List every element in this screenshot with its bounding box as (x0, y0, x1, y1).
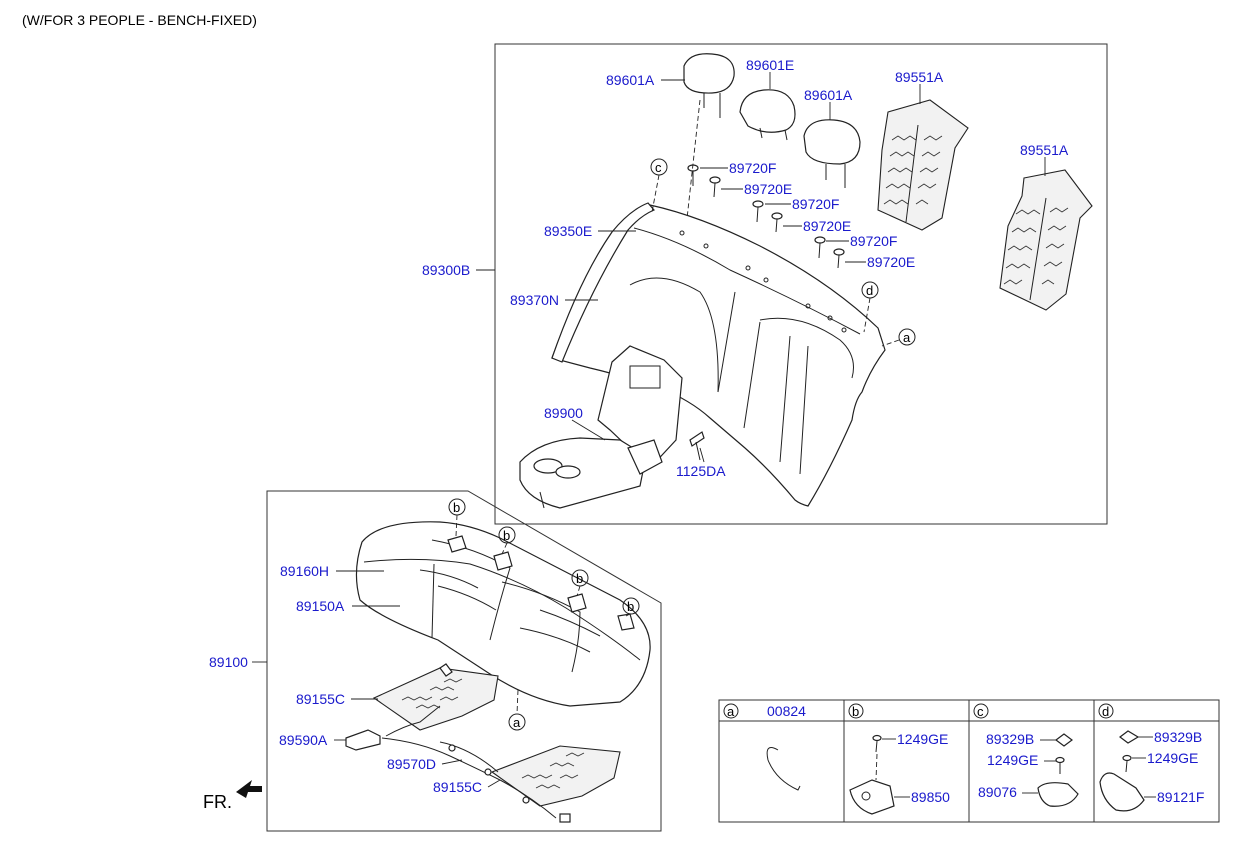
label-89370N[interactable]: 89370N (510, 292, 559, 308)
heater-pad-89551A-2[interactable] (999, 169, 1093, 311)
seat-cushion-89160H[interactable] (355, 521, 651, 707)
label-89551A-1[interactable]: 89551A (895, 69, 944, 85)
label-89720E-3[interactable]: 89720E (867, 254, 915, 270)
label-89720F-1[interactable]: 89720F (729, 160, 776, 176)
legend-table: a 00824 b 1249GE 89850 c 89329B 1249GE 8… (718, 699, 1220, 823)
module-89590A[interactable] (345, 729, 381, 751)
legend-part-1249GE-d[interactable]: 1249GE (1147, 750, 1198, 766)
label-89900[interactable]: 89900 (544, 405, 583, 421)
label-89300B[interactable]: 89300B (422, 262, 470, 278)
heater-pad-89551A-1[interactable] (877, 99, 969, 231)
label-89155C-1[interactable]: 89155C (296, 691, 345, 707)
callout-b-4: b (627, 599, 634, 614)
callout-b-2: b (503, 528, 510, 543)
heater-pad-89155C-1[interactable] (372, 663, 499, 731)
callout-c-back: c (655, 160, 662, 175)
label-89720E-1[interactable]: 89720E (744, 181, 792, 197)
legend-part-89850[interactable]: 89850 (911, 789, 950, 805)
label-89150A[interactable]: 89150A (296, 598, 345, 614)
label-89100[interactable]: 89100 (209, 654, 248, 670)
label-89155C-2[interactable]: 89155C (433, 779, 482, 795)
legend-key-c: c (977, 704, 984, 719)
legend-key-d: d (1102, 704, 1109, 719)
bracket-89850-icon (849, 779, 895, 815)
legend-part-00824[interactable]: 00824 (767, 703, 806, 719)
legend-part-89329B-d[interactable]: 89329B (1154, 729, 1202, 745)
seat-back-89370N[interactable] (551, 204, 886, 507)
legend-part-89121F[interactable]: 89121F (1157, 789, 1204, 805)
seat-back-side-89350E[interactable] (551, 202, 655, 363)
cover-89121F-icon (1099, 772, 1145, 812)
headrest-89601E[interactable] (739, 89, 796, 141)
label-89590A[interactable]: 89590A (279, 732, 328, 748)
clip-00824-icon (766, 747, 801, 791)
seat-back-group-box (494, 43, 1108, 525)
label-89720F-2[interactable]: 89720F (792, 196, 839, 212)
label-89601A-1[interactable]: 89601A (606, 72, 655, 88)
label-89160H[interactable]: 89160H (280, 563, 329, 579)
callout-b-1: b (453, 500, 460, 515)
legend-key-a: a (727, 704, 735, 719)
headrest-89601A-left[interactable] (683, 53, 735, 118)
legend-key-b: b (852, 704, 859, 719)
legend-part-1249GE-b[interactable]: 1249GE (897, 731, 948, 747)
label-89720E-2[interactable]: 89720E (803, 218, 851, 234)
callout-b-3: b (576, 571, 583, 586)
callout-d-back: d (866, 283, 873, 298)
heater-pad-89155C-2[interactable] (490, 745, 621, 807)
diagram-title: (W/FOR 3 PEOPLE - BENCH-FIXED) (22, 12, 257, 28)
label-1125DA[interactable]: 1125DA (676, 463, 726, 479)
legend-part-89076[interactable]: 89076 (978, 784, 1017, 800)
seat-cushion-group-box (266, 490, 662, 832)
label-89551A-2[interactable]: 89551A (1020, 142, 1069, 158)
callout-a-back: a (903, 330, 911, 345)
label-89601A-2[interactable]: 89601A (804, 87, 853, 103)
label-89350E[interactable]: 89350E (544, 223, 592, 239)
headrest-89601A-right[interactable] (803, 119, 861, 188)
bolt-group-89720 (687, 164, 845, 269)
legend-part-89329B-c[interactable]: 89329B (986, 731, 1034, 747)
cover-89076-icon (1037, 782, 1079, 807)
callout-a-cushion: a (513, 715, 521, 730)
label-89570D[interactable]: 89570D (387, 756, 436, 772)
label-89601E[interactable]: 89601E (746, 57, 794, 73)
label-89720F-3[interactable]: 89720F (850, 233, 897, 249)
armrest-89900[interactable] (519, 345, 705, 509)
wiring-89570D[interactable] (381, 705, 571, 823)
front-direction-label: FR. (203, 792, 232, 812)
legend-part-1249GE-c[interactable]: 1249GE (987, 752, 1038, 768)
front-arrow-icon (236, 780, 262, 798)
